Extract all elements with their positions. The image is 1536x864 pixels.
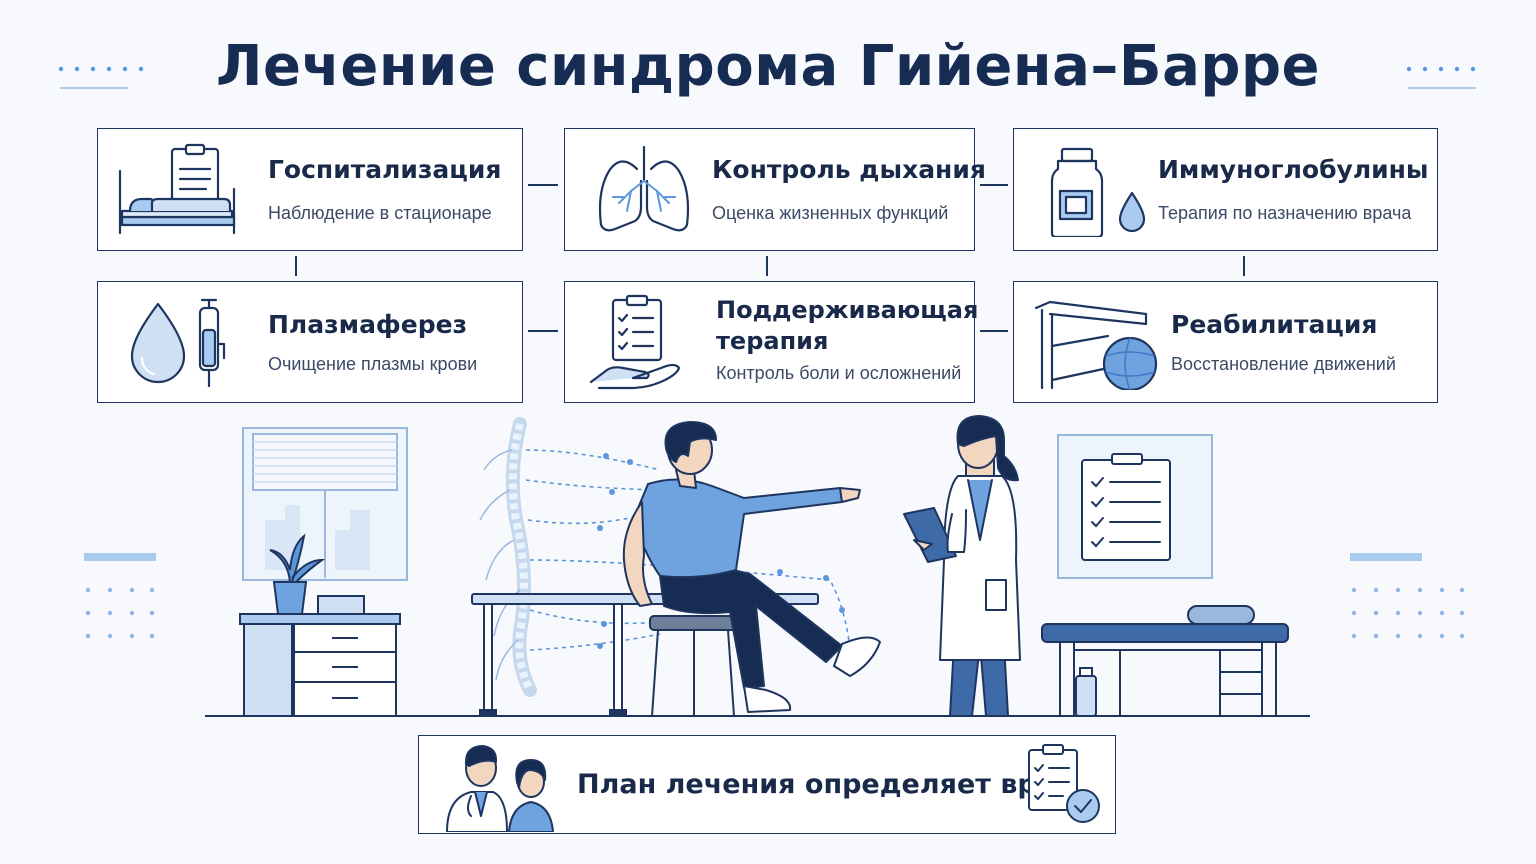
footer-note: План лечения определяет врач — [418, 735, 1116, 834]
connector-v-3 — [1243, 256, 1245, 276]
medicine-bottle-icon — [1050, 147, 1146, 237]
decor-dots-right — [1350, 553, 1465, 639]
card-subtitle: Восстановление движений — [1171, 354, 1396, 374]
card-subtitle: Терапия по назначению врача — [1158, 203, 1412, 223]
doctor-patient-icon — [446, 745, 554, 832]
card-title: Госпитализация — [268, 155, 502, 184]
hospital-bed-icon — [118, 143, 236, 235]
card-title: Контроль дыхания — [712, 155, 986, 184]
rehab-equipment-icon — [1034, 300, 1158, 390]
card-subtitle: Наблюдение в стационаре — [268, 203, 492, 223]
spine-nerves-illustration — [479, 417, 851, 697]
card-subtitle: Контроль боли и осложнений — [716, 363, 962, 383]
decor-dots-top-right — [1406, 66, 1476, 89]
card-title: Реабилитация — [1171, 310, 1378, 339]
card-hospitalization: Госпитализация Наблюдение в стационаре — [97, 128, 523, 251]
card-breathing-control: Контроль дыхания Оценка жизненных функци… — [564, 128, 986, 251]
card-subtitle: Очищение плазмы крови — [268, 354, 478, 374]
patient-figure — [622, 421, 881, 717]
connector-v-1 — [295, 256, 297, 276]
card-plasmapheresis: Плазмаферез Очищение плазмы крови — [97, 281, 523, 403]
treatment-table-illustration — [1041, 605, 1289, 717]
card-immunoglobulins: Иммуноглобулины Терапия по назначению вр… — [1013, 128, 1438, 251]
checklist-approved-icon — [1028, 744, 1100, 823]
wall-checklist-illustration — [1057, 434, 1213, 579]
desk-illustration — [239, 533, 401, 717]
card-title: Иммуноглобулины — [1158, 155, 1429, 184]
card-title-line1: Поддерживающая — [716, 296, 979, 324]
lungs-icon — [598, 145, 690, 232]
decor-dots-top-left — [58, 66, 144, 89]
connector-h-2 — [980, 184, 1008, 186]
card-subtitle: Оценка жизненных функций — [712, 203, 949, 223]
doctor-figure — [903, 415, 1021, 717]
connector-h-4 — [980, 330, 1008, 332]
rehabilitation-scene-illustration — [205, 415, 1310, 717]
decor-dots-left — [84, 553, 156, 639]
card-supportive-therapy: Поддерживающая терапия Контроль боли и о… — [564, 281, 979, 403]
window-illustration — [242, 427, 408, 581]
connector-v-2 — [766, 256, 768, 276]
connector-h-1 — [528, 184, 558, 186]
page-title: Лечение синдрома Гийена–Барре — [215, 34, 1321, 99]
plasma-drop-icon — [130, 298, 226, 388]
footer-text: План лечения определяет врач — [577, 769, 1074, 800]
clipboard-hand-icon — [589, 294, 681, 390]
connector-h-3 — [528, 330, 558, 332]
card-rehabilitation: Реабилитация Восстановление движений — [1013, 281, 1438, 403]
card-title-line2: терапия — [716, 327, 829, 355]
card-title: Плазмаферез — [268, 310, 468, 339]
